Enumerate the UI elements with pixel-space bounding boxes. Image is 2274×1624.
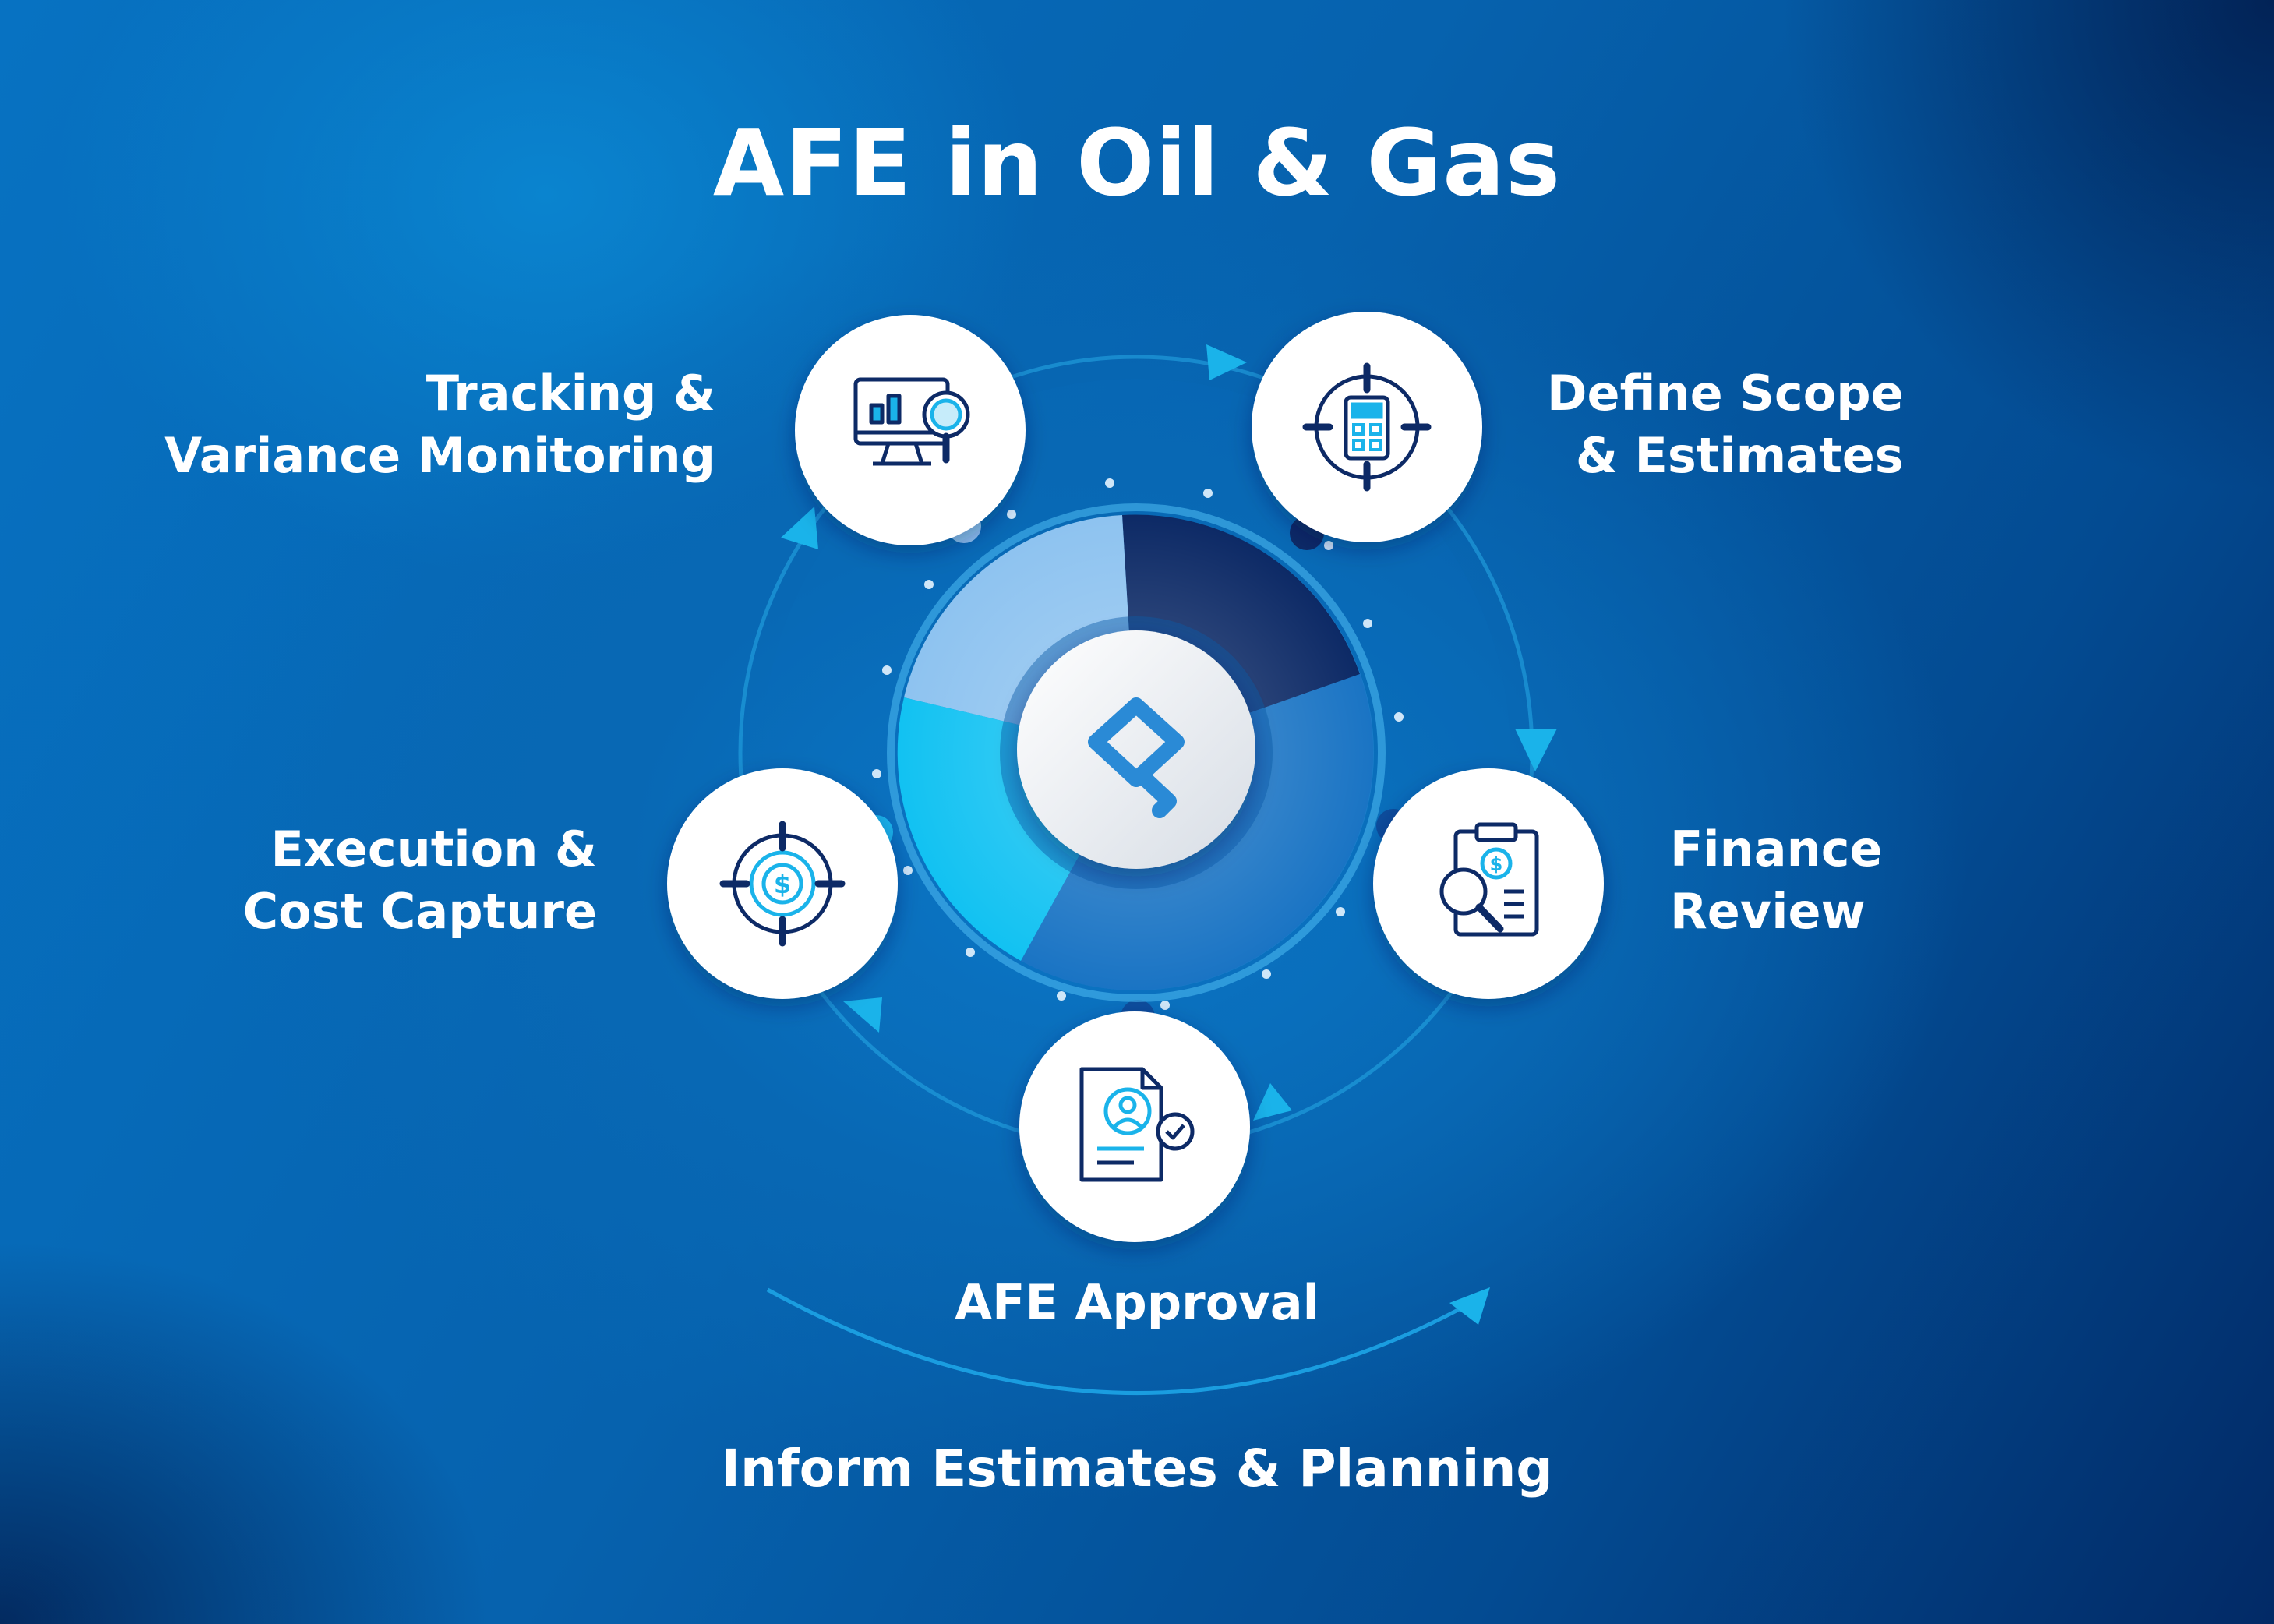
label-finance-line2: Review (1670, 883, 1866, 940)
dotted-orbit (872, 478, 1404, 1010)
label-approval-line1: AFE Approval (955, 1274, 1319, 1331)
label-execution: Execution & Cost Capture (243, 818, 597, 943)
label-finance-line1: Finance (1670, 821, 1883, 877)
logo-icon (1088, 697, 1185, 818)
bubble-tracking (795, 315, 1026, 545)
label-tracking: Tracking & Variance Monitoring (164, 362, 715, 487)
clipboard-search-icon: $ (1439, 822, 1539, 937)
label-feedback-loop: Inform Estimates & Planning (721, 1439, 1553, 1499)
arrow-right (1515, 729, 1557, 771)
page-title: AFE in Oil & Gas (712, 109, 1562, 217)
approved-document-icon (1079, 1067, 1195, 1182)
label-approval: AFE Approval (0, 1272, 2274, 1334)
arrow-bottom-left (843, 997, 882, 1033)
label-tracking-line1: Tracking & (425, 365, 715, 422)
label-execution-line2: Cost Capture (242, 883, 597, 940)
label-define-line1: Define Scope (1547, 365, 1904, 422)
label-execution-line1: Execution & (270, 821, 597, 877)
center-logo (1017, 630, 1255, 869)
bubble-finance (1373, 768, 1604, 999)
dollar-target-icon: $ (719, 821, 846, 947)
svg-text:$: $ (774, 870, 791, 899)
bubble-execution (667, 768, 898, 999)
label-define: Define Scope & Estimates (1547, 362, 1904, 487)
label-tracking-line2: Variance Monitoring (164, 427, 715, 484)
label-define-line2: & Estimates (1575, 427, 1904, 484)
orbit-arrows (781, 344, 1557, 1121)
arrow-left (781, 507, 818, 549)
bubble-approval (1019, 1011, 1250, 1242)
calculator-target-icon (1302, 362, 1432, 492)
arrow-bottom-right (1253, 1083, 1292, 1121)
arrow-top (1206, 344, 1247, 380)
svg-text:$: $ (1490, 853, 1503, 875)
feedback-arc (766, 1287, 1490, 1395)
monitor-analytics-icon (853, 377, 970, 466)
bubble-define (1252, 312, 1482, 542)
label-finance: Finance Review (1670, 818, 1883, 943)
